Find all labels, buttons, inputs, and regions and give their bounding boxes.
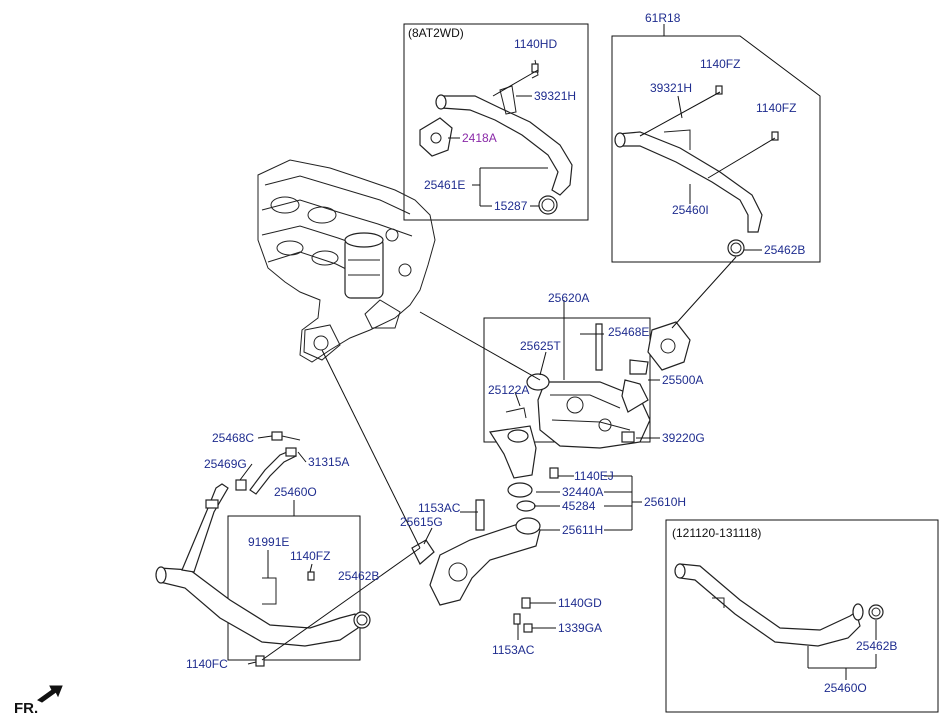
water-outlet-assembly [483,317,691,479]
label-1140hd: 1140HD [514,37,557,51]
label-1140fc: 1140FC [186,657,228,671]
label-1339ga: 1339GA [558,621,602,635]
label-25460o-a: 25460O [274,485,317,499]
inset-61r18-title: 61R18 [645,11,681,25]
label-25460i: 25460I [672,203,709,217]
label-25620a: 25620A [548,291,589,305]
label-1140fz-c: 1140FZ [290,549,330,563]
inset-date-range-pipe [674,563,884,647]
label-25462b-a: 25462B [764,243,805,257]
label-25462b-b: 25462B [338,569,379,583]
label-1153ac-b: 1153AC [492,643,535,657]
inset-8at2wd-pipe [419,59,573,215]
label-25460o-b: 25460O [824,681,867,695]
inset-61r18-leaders [639,91,776,251]
label-1153ac-a: 1153AC [418,501,461,515]
inset-61r18-frame: 61R18 [611,11,821,263]
label-39220g: 39220G [662,431,705,445]
label-39321h-b: 39321H [650,81,692,95]
label-25625t: 25625T [520,339,561,353]
label-31315a: 31315A [308,455,349,469]
label-25461e: 25461E [424,178,465,192]
label-2418a: 2418A [462,131,497,145]
inset-8at2wd-title: (8AT2WD) [408,26,464,40]
inset-61r18-pipe [614,85,779,257]
label-25469g: 25469G [204,457,247,471]
label-25610h: 25610H [644,495,686,509]
label-45284: 45284 [562,499,596,513]
label-25468e: 25468E [608,325,649,339]
label-1140gd: 1140GD [558,596,602,610]
label-1140fz-b: 1140FZ [756,101,796,115]
label-39321h-a: 39321H [534,89,576,103]
water-inlet-leaders [321,349,642,640]
inset-8at2wd-leaders [448,69,548,207]
label-25468c: 25468C [212,431,254,445]
front-direction-indicator: FR. [14,685,63,717]
label-15287: 15287 [494,199,528,213]
label-25122a: 25122A [488,383,529,397]
inset-date-range-leaders [807,620,877,680]
label-25462b-c: 25462B [856,639,897,653]
label-25500a: 25500A [662,373,703,387]
label-25611h: 25611H [562,523,603,537]
label-1140ej: 1140EJ [574,469,614,483]
front-arrow-icon [37,685,63,703]
inset-8at2wd-frame: (8AT2WD) [403,23,589,221]
front-label: FR. [14,700,38,717]
lower-pipe-leaders [239,435,421,665]
label-32440a: 32440A [562,485,603,499]
water-outlet-leaders [419,256,737,439]
water-inlet-assembly [411,467,559,633]
label-25615g: 25615G [400,515,443,529]
inset-date-range-frame: (121120-131118) [665,519,939,713]
inset-date-range-title: (121120-131118) [672,526,761,540]
label-1140fz-a: 1140FZ [700,57,740,71]
engine-block-drawing [257,159,436,363]
label-91991e: 91991E [248,535,289,549]
